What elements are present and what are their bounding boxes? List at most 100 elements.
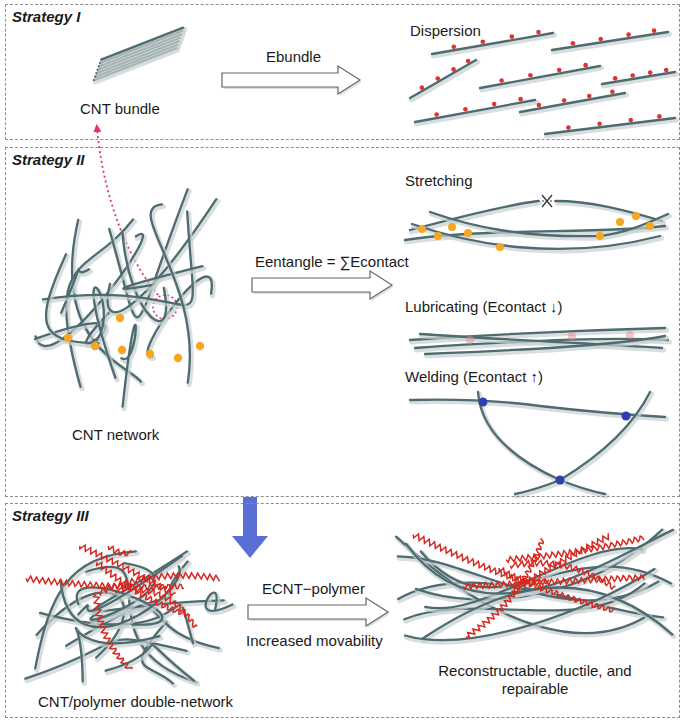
cnt-tube [76, 628, 160, 682]
contact-dot [499, 78, 504, 83]
contact-dot [610, 89, 615, 94]
contact-dot [118, 346, 126, 354]
cnt-tube [545, 118, 675, 134]
cnt-shadow [103, 30, 185, 62]
contact-dot [510, 34, 515, 39]
cnt-shadow [522, 95, 627, 114]
polymer-chain [512, 533, 609, 593]
cnt-tube [405, 569, 654, 640]
contact-dot [528, 73, 533, 78]
strategy-panel: Strategy II [5, 147, 680, 497]
cnt-tube [430, 212, 668, 236]
panel-title: Strategy I [12, 8, 80, 25]
polymer-chain [115, 587, 197, 628]
polymer-chain [109, 546, 132, 556]
process-arrow [248, 598, 388, 626]
contact-dot [596, 232, 604, 240]
contact-dot [613, 76, 618, 81]
caption-label: Increased movability [246, 632, 383, 650]
strategy-panel: Strategy I [5, 4, 680, 140]
cnt-shadow [417, 102, 537, 124]
caption-label: CNT bundle [80, 100, 160, 118]
contact-dot [622, 412, 631, 421]
cnt-shadow [412, 62, 478, 100]
panel-title: Strategy III [12, 507, 89, 524]
contact-dot [434, 232, 442, 240]
contact-dot [481, 39, 486, 44]
contact-dot [598, 37, 603, 42]
polymer-chain [413, 534, 614, 612]
cnt-shadow [554, 34, 670, 52]
process-arrow [252, 271, 392, 299]
contact-dot [568, 332, 576, 340]
contact-dot [556, 476, 565, 485]
polymer-chain [463, 575, 644, 589]
contact-dot [464, 229, 472, 237]
cnt-shadow [604, 74, 677, 86]
contact-dot [64, 334, 72, 342]
cnt-tube [404, 583, 644, 619]
cnt-shadow [407, 571, 656, 642]
cnt-tube [410, 60, 476, 98]
contact-dot [664, 68, 669, 73]
cnt-tube [35, 551, 136, 668]
contact-dot [616, 218, 624, 226]
contact-dot [174, 354, 182, 362]
contact-dot [626, 32, 631, 37]
contact-dot [435, 76, 440, 81]
contact-dot [537, 103, 542, 108]
cnt-tube [123, 266, 202, 289]
contact-dot [496, 243, 504, 251]
contact-dot [451, 44, 456, 49]
energy-label: Eentangle = ∑Econtact [255, 253, 409, 271]
cnt-tube [121, 325, 135, 407]
flow-arrow [232, 497, 268, 558]
contact-dot [463, 107, 468, 112]
cnt-tube [556, 201, 662, 221]
contact-dot [418, 225, 426, 233]
cnt-tube [46, 254, 98, 343]
contact-dot [492, 102, 497, 107]
polymer-chain [499, 568, 549, 584]
process-arrow [222, 66, 360, 94]
cnt-tube [206, 593, 233, 611]
contact-dot [466, 336, 474, 344]
caption-label: Welding (Econtact ↑) [405, 368, 543, 386]
cnt-tube [602, 72, 675, 84]
polymer-chain [506, 536, 644, 562]
cnt-tube [520, 93, 625, 112]
arrow-head [232, 536, 268, 558]
polymer-chain [94, 594, 133, 669]
cnt-shadow [482, 68, 602, 90]
contact-dot [583, 63, 588, 68]
contact-dot [146, 350, 154, 358]
contact-dot [562, 98, 567, 103]
contact-dot [632, 212, 640, 220]
cnt-shadow [558, 203, 664, 223]
caption-label: CNT/polymer double-network [38, 693, 233, 711]
cnt-shadow [100, 36, 182, 68]
cnt-tube [106, 645, 194, 681]
contact-dot [518, 97, 523, 102]
cnt-tube [101, 28, 183, 60]
strategy-panel: Strategy III [5, 503, 680, 718]
cnt-shadow [152, 206, 191, 384]
contact-dot [657, 114, 662, 119]
energy-label: ECNT−polymer [262, 580, 365, 598]
contact-dot [434, 112, 439, 117]
contact-dot [646, 222, 654, 230]
contact-dot [451, 67, 456, 72]
cnt-tube [151, 204, 190, 382]
contact-dot [116, 314, 124, 322]
caption-label: Lubricating (Econtact ↓) [405, 298, 563, 316]
cnt-tube [422, 587, 672, 638]
caption-label: Dispersion [410, 22, 481, 40]
caption-label: Stretching [405, 172, 473, 190]
polymer-chain [80, 545, 176, 596]
contact-dot [597, 121, 602, 126]
caption-label: Reconstructable, ductile, and repairable [430, 662, 640, 698]
cnt-tube [480, 66, 600, 88]
contact-dot [466, 59, 471, 64]
cnt-shadow [95, 289, 117, 379]
cnt-shadow [517, 394, 652, 496]
